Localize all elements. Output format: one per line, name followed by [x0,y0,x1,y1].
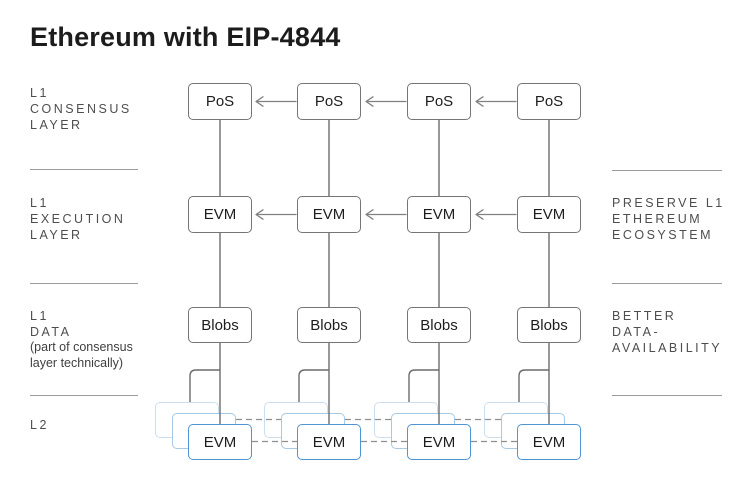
blobs-node-2: Blobs [407,307,471,343]
evm-row-arrows [255,209,517,220]
label-line: L1 [30,309,49,323]
label-line: AVAILABILITY [612,341,723,355]
l1-evm-node-0: EVM [188,196,252,233]
label-line: L2 [30,418,49,432]
divider-left-1 [30,169,138,170]
label-line: CONSENSUS [30,102,132,116]
pos-node-2: PoS [407,83,471,120]
label-note: (part of consensus layer technically) [30,340,133,371]
divider-right-2 [612,283,722,284]
label-line: LAYER [30,118,83,132]
label-line: BETTER [612,309,677,323]
divider-right-1 [612,170,722,171]
pos-node-3: PoS [517,83,581,120]
pos-node-0: PoS [188,83,252,120]
label-line: DATA [30,325,72,339]
l2-evm-node-2: EVM [407,424,471,460]
label-line: EXECUTION [30,212,126,226]
divider-left-2 [30,283,138,284]
l1-evm-node-2: EVM [407,196,471,233]
blobs-node-3: Blobs [517,307,581,343]
label-line: DATA- [612,325,661,339]
blobs-node-0: Blobs [188,307,252,343]
l1-evm-node-1: EVM [297,196,361,233]
label-line: ECOSYSTEM [612,228,713,242]
label-l1-data: L1 DATA (part of consensus layer technic… [30,308,133,371]
divider-left-3 [30,395,138,396]
label-line: ETHEREUM [612,212,703,226]
label-note-line: layer technically) [30,355,124,370]
label-line: L1 [30,196,49,210]
l2-evm-node-1: EVM [297,424,361,460]
l2-evm-node-3: EVM [517,424,581,460]
pos-row-arrows [255,96,517,107]
label-line: LAYER [30,228,83,242]
label-l2: L2 [30,417,49,433]
label-l1-execution-layer: L1 EXECUTION LAYER [30,195,125,243]
label-l1-consensus-layer: L1 CONSENSUS LAYER [30,85,132,133]
divider-right-3 [612,395,722,396]
l2-evm-node-0: EVM [188,424,252,460]
l1-evm-node-3: EVM [517,196,581,233]
label-line: L1 [30,86,49,100]
page-title: Ethereum with EIP-4844 [30,22,341,52]
blob-to-l2-elbow-connectors [189,369,549,402]
label-line: PRESERVE L1 [612,196,725,210]
label-note-line: (part of consensus [30,340,133,354]
blobs-node-1: Blobs [297,307,361,343]
column-vertical-connectors [219,120,550,424]
pos-node-1: PoS [297,83,361,120]
label-preserve-ecosystem: PRESERVE L1 ETHEREUM ECOSYSTEM [612,195,725,243]
label-better-data-availability: BETTER DATA- AVAILABILITY [612,308,722,356]
